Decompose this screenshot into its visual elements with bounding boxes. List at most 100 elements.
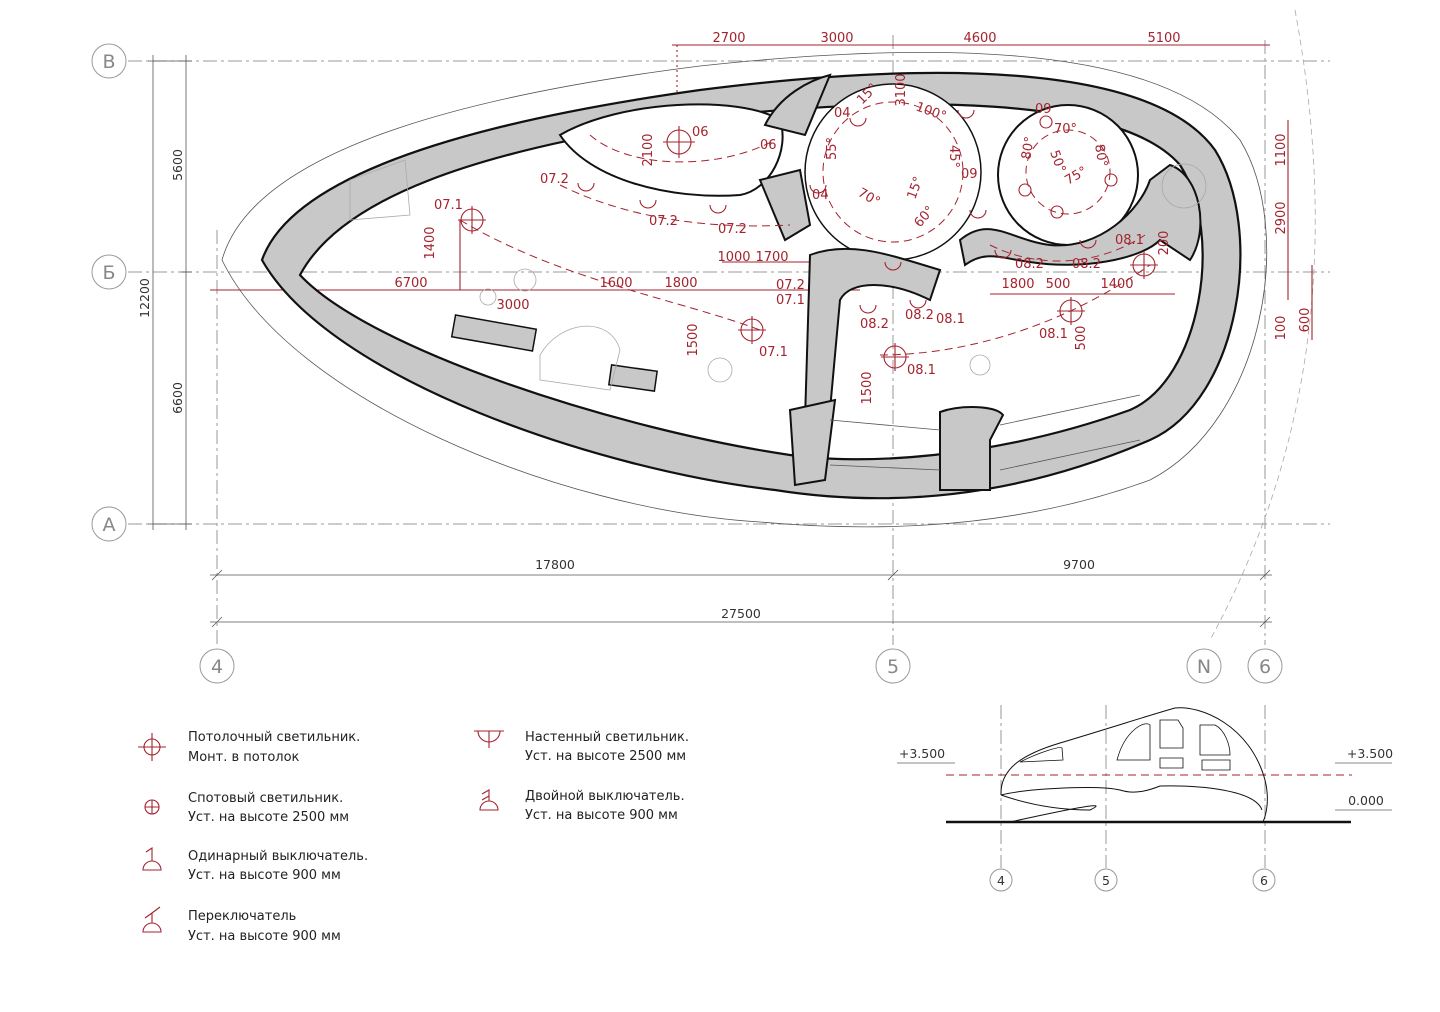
legend-text: Одинарный выключатель. <box>188 849 368 864</box>
legend-text: Потолочный светильник. <box>188 730 360 745</box>
label-fixture: 08.1 <box>1115 233 1144 248</box>
label-measure: 1400 <box>1100 277 1133 292</box>
building-plan <box>221 51 1268 528</box>
legend-text: Двойной выключатель. <box>525 789 685 804</box>
legend-text: Уст. на высоте 2500 мм <box>188 810 349 825</box>
ceiling-lights <box>458 126 1158 371</box>
double-switch-icon <box>479 789 499 811</box>
label-fixture: 07.2 <box>649 214 678 229</box>
dim-1100: 1100 <box>1274 133 1289 166</box>
label-angle: 45° <box>946 145 961 168</box>
label-fixture: 09 <box>1035 102 1052 117</box>
label-measure: 3100 <box>894 73 909 106</box>
grid-axes <box>128 9 1330 645</box>
legend-text: Уст. на высоте 2500 мм <box>525 749 686 764</box>
label-measure: 200 <box>1157 231 1172 256</box>
label-fixture: 08.1 <box>1039 327 1068 342</box>
stair-hall <box>804 83 982 261</box>
legend-text: Настенный светильник. <box>525 730 689 745</box>
single-switch-icon <box>142 846 162 871</box>
legend: Потолочный светильник. Монт. в потолок С… <box>138 730 689 944</box>
label-fixture: 07.1 <box>776 293 805 308</box>
dim-6600: 6600 <box>170 382 185 414</box>
dim-3000: 3000 <box>820 31 853 46</box>
label-measure: 1500 <box>860 371 875 404</box>
label-fixture: 07.2 <box>776 278 805 293</box>
label-measure: 500 <box>1046 277 1071 292</box>
legend-text: Уст. на высоте 900 мм <box>525 808 678 823</box>
label-fixture: 06 <box>692 125 709 140</box>
axis-bubble-6: 6 <box>1259 656 1271 678</box>
bedroom-capsule <box>558 103 784 197</box>
label-fixture: 04 <box>812 188 829 203</box>
toggle-switch-icon <box>142 906 162 933</box>
spot-light-icon <box>144 799 160 815</box>
section-level-left: +3.500 <box>899 746 945 761</box>
legend-text: Уст. на высоте 900 мм <box>188 868 341 883</box>
section-axis-5: 5 <box>1102 873 1110 888</box>
label-measure: 6700 <box>394 276 427 291</box>
label-measure: 1800 <box>664 276 697 291</box>
dim-2700: 2700 <box>712 31 745 46</box>
ceiling-light-icon <box>138 733 166 761</box>
label-angle: 80° <box>1019 135 1038 160</box>
label-angle: 80° <box>1091 143 1110 168</box>
label-fixture: 08.2 <box>905 308 934 323</box>
axis-bubble-4: 4 <box>211 656 223 678</box>
dim-5100: 5100 <box>1147 31 1180 46</box>
label-measure: 500 <box>1074 326 1089 351</box>
label-fixture: 04 <box>834 106 851 121</box>
dim-9700: 9700 <box>1063 557 1095 572</box>
wall-light-icon <box>474 730 504 748</box>
label-angle: 50° <box>1046 148 1068 175</box>
axis-bubble-b: Б <box>102 262 115 284</box>
legend-text: Монт. в потолок <box>188 750 300 765</box>
label-measure: 1000 <box>717 250 750 265</box>
section-axis-4: 4 <box>997 873 1005 888</box>
legend-text: Уст. на высоте 900 мм <box>188 929 341 944</box>
section-axis-6: 6 <box>1260 873 1268 888</box>
dim-2900: 2900 <box>1274 201 1289 234</box>
label-fixture: 07.2 <box>540 172 569 187</box>
dim-27500: 27500 <box>721 606 761 621</box>
dimension-lines <box>148 55 1272 628</box>
dim-12200: 12200 <box>137 278 152 318</box>
label-measure: 3000 <box>496 298 529 313</box>
dim-600: 600 <box>1298 308 1313 333</box>
legend-text: Переключатель <box>188 909 296 924</box>
dim-100: 100 <box>1274 316 1289 341</box>
label-fixture: 08.1 <box>936 312 965 327</box>
label-fixture: 08.2 <box>860 317 889 332</box>
label-angle: 55° <box>825 137 840 160</box>
axis-bubble-v: В <box>102 51 115 73</box>
label-fixture: 08.1 <box>907 363 936 378</box>
north-marker: N <box>1197 656 1211 678</box>
label-fixture: 09 <box>961 167 978 182</box>
measure-labels: 3100 2100 1400 6700 3000 1600 1800 1000 … <box>394 73 1172 404</box>
label-measure: 1600 <box>599 276 632 291</box>
wall-lights <box>577 109 1118 314</box>
section-level-ground: 0.000 <box>1348 793 1384 808</box>
label-measure: 1500 <box>686 323 701 356</box>
axis-bubble-a: А <box>103 514 116 536</box>
building-section: +3.500 +3.500 0.000 4 5 6 <box>897 705 1393 892</box>
legend-text: Спотовый светильник. <box>188 791 343 806</box>
grid-bubbles: В Б А 4 5 6 N <box>91 43 1283 684</box>
section-level-right: +3.500 <box>1347 746 1393 761</box>
label-fixture: 07.1 <box>434 198 463 213</box>
label-fixture: 07.2 <box>718 222 747 237</box>
label-measure: 1800 <box>1001 277 1034 292</box>
dim-17800: 17800 <box>535 557 575 572</box>
label-measure: 1400 <box>423 226 438 259</box>
axis-bubble-5: 5 <box>887 656 899 678</box>
dim-5600: 5600 <box>170 149 185 181</box>
fixture-labels: 06 06 04 04 09 09 07.2 07.1 07.2 07.2 07… <box>434 102 1144 378</box>
label-fixture: 07.1 <box>759 345 788 360</box>
label-fixture: 06 <box>760 138 777 153</box>
label-fixture: 08.2 <box>1072 257 1101 272</box>
label-measure: 2100 <box>641 133 656 166</box>
label-measure: 1700 <box>755 250 788 265</box>
label-angle: 15° <box>905 175 927 202</box>
label-fixture: 08.2 <box>1015 257 1044 272</box>
